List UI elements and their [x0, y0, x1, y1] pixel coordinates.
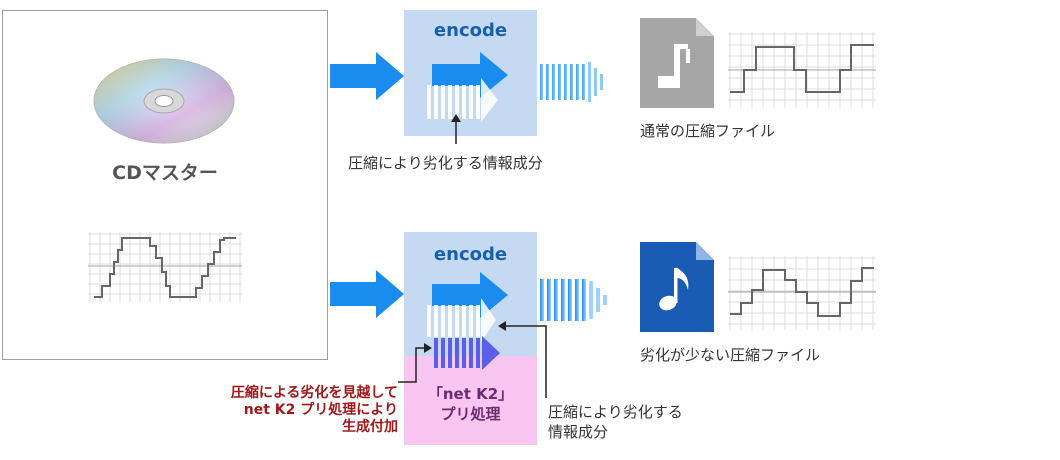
output-waveform-bottom: [728, 256, 876, 330]
normal-file-caption: 通常の圧縮ファイル: [640, 122, 776, 140]
low-degradation-file-caption: 劣化が少ない圧縮ファイル: [640, 346, 821, 364]
degradation-caption-top: 圧縮により劣化する情報成分: [348, 154, 543, 172]
net-k2-note-line-1: 圧縮による劣化を見越して: [230, 385, 398, 401]
callout-pointer-gray-head: [498, 321, 506, 331]
output-waveform-top: [728, 32, 876, 108]
callout-pointer-red: [398, 347, 426, 383]
output-arrow-top: [540, 62, 603, 102]
preprocess-line-1: 「net K2」: [427, 385, 514, 403]
net-k2-added-component: [434, 336, 500, 370]
output-arrow-bottom: [540, 279, 607, 321]
gray-music-file-icon: [640, 18, 714, 108]
cd-master-label: CDマスター: [112, 162, 218, 184]
cd-disc-icon: [93, 58, 235, 144]
preprocess-line-2: プリ処理: [440, 405, 501, 423]
callout-pointer-top-head: [451, 114, 461, 122]
encode-arrow-bottom: [432, 272, 508, 318]
degrading-component-top: [427, 78, 498, 122]
net-k2-note: 圧縮による劣化を見越して net K2 プリ処理により 生成付加: [150, 385, 398, 436]
net-k2-preprocess-box: [404, 356, 537, 445]
encode-label-bottom: encode: [433, 244, 508, 265]
input-arrow-bottom: [330, 270, 404, 318]
callout-pointer-gray: [504, 325, 547, 398]
input-arrow-top: [330, 52, 404, 100]
source-waveform: [88, 232, 242, 302]
net-k2-note-line-2: net K2 プリ処理により: [243, 402, 398, 418]
blue-music-file-icon: [640, 242, 714, 332]
net-k2-note-line-3: 生成付加: [342, 419, 398, 435]
encode-label-top: encode: [433, 20, 508, 41]
net-k2-preprocess-label: 「net K2」 プリ処理: [404, 384, 537, 424]
callout-pointer-red-head: [424, 343, 432, 353]
degrading-component-bottom: [427, 298, 496, 342]
degradation-note-bottom: 圧縮により劣化する 情報成分: [548, 402, 683, 442]
degradation-note-line-1: 圧縮により劣化する: [548, 403, 683, 421]
degradation-note-line-2: 情報成分: [548, 423, 609, 441]
